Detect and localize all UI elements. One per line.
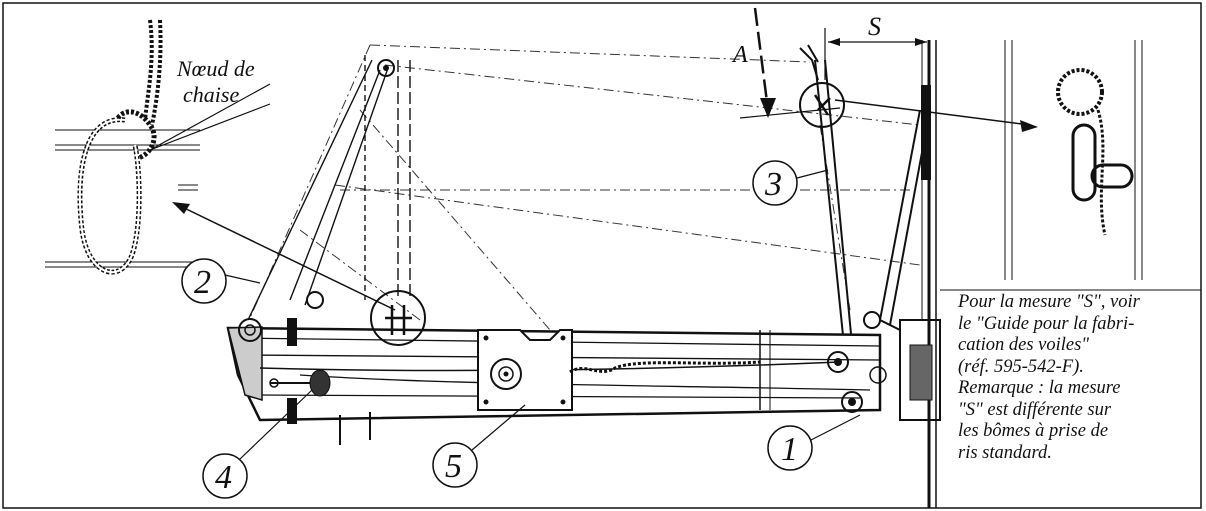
dimension-s — [824, 28, 927, 80]
callout-3 — [752, 160, 829, 206]
callout-3-label: 3 — [764, 166, 782, 203]
bowline-knot-detail — [45, 19, 271, 275]
callout-2-label: 2 — [194, 264, 211, 301]
callout-1-label: 1 — [781, 431, 798, 468]
callout-1 — [767, 414, 861, 471]
note-line-6: "S" est différente sur — [958, 399, 1112, 420]
arrow-a-shaft — [753, 7, 770, 111]
note-line-4: (réf. 595-542-F). — [958, 356, 1084, 377]
reef-cringle-ring — [799, 82, 845, 128]
callout-4-label: 4 — [215, 459, 232, 496]
arrow-a-head-icon — [760, 98, 776, 118]
sail-outline — [249, 44, 921, 331]
callout-5-label: 5 — [445, 448, 462, 485]
note-line-2: le "Guide pour la fabri- — [958, 313, 1135, 334]
knot-label-line2: chaise — [183, 82, 239, 107]
note-line-7: les bômes à prise de — [958, 421, 1109, 441]
leech-lines — [247, 55, 411, 321]
note-line-8: ris standard. — [958, 442, 1052, 463]
knot-label-line1: Nœud de — [176, 56, 255, 81]
note-line-5: Remarque : la mesure — [958, 378, 1121, 398]
dimension-label: S — [868, 12, 881, 41]
winch-plate-5 — [477, 329, 761, 411]
callout-4 — [202, 389, 313, 499]
arrow-head-icon — [172, 202, 190, 214]
measurement-note: Pour la mesure "S", voir le "Guide pour … — [958, 292, 1198, 464]
callout-2 — [181, 258, 261, 304]
arrow-a-label: A — [731, 42, 748, 68]
note-line-3: cation des voiles" — [958, 335, 1090, 355]
clew-ring — [370, 290, 426, 346]
arrow-head-icon-right — [1020, 120, 1038, 132]
callout-5 — [432, 404, 526, 488]
shackle-knot-detail — [1004, 40, 1143, 280]
note-line-1: Pour la mesure "S", voir — [958, 292, 1140, 312]
